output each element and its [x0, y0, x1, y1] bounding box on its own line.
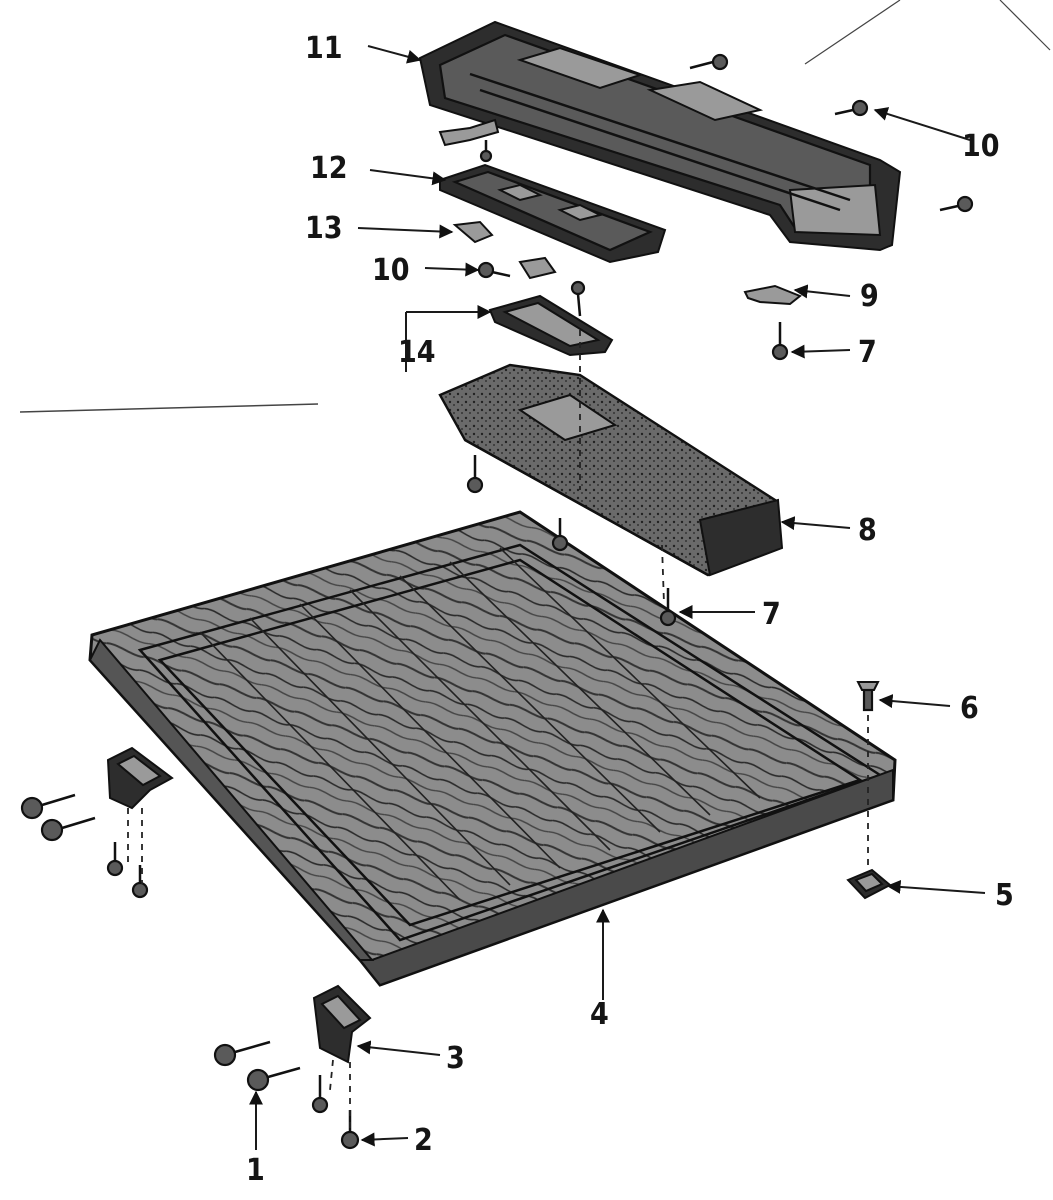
callout-labels: 11 10 12 13 10 9 7 14 8 7 6 5 4 3 2 1 — [246, 31, 1014, 1188]
screw-part-6 — [856, 681, 880, 712]
screw-n — [131, 865, 149, 899]
screw-m — [106, 842, 124, 877]
console-top-part-11 — [418, 20, 902, 252]
callout-8: 8 — [858, 513, 877, 548]
callout-6: 6 — [960, 691, 979, 726]
bracket-part-9 — [743, 284, 802, 306]
callout-10-right: 10 — [962, 129, 1000, 164]
leader-lines — [249, 45, 986, 1150]
screw-k — [20, 793, 76, 820]
screw-e — [570, 280, 586, 317]
clip-nut-part-5 — [846, 868, 892, 900]
callout-12: 12 — [310, 151, 348, 186]
callout-11: 11 — [305, 31, 343, 66]
control-panel-part-12 — [439, 163, 667, 264]
callout-4: 4 — [590, 997, 609, 1032]
callout-5: 5 — [995, 878, 1014, 913]
screw-o — [213, 1040, 271, 1067]
screw-j — [659, 588, 677, 627]
screw-group — [20, 53, 974, 1150]
screw-c — [939, 195, 974, 213]
screw-d — [477, 261, 511, 279]
wood-top-part-4 — [88, 510, 897, 987]
callout-7-upper: 7 — [858, 335, 877, 370]
callout-9: 9 — [860, 279, 879, 314]
screw-p — [246, 1066, 301, 1092]
clip-part-13 — [452, 220, 557, 280]
hinge-left — [106, 746, 174, 810]
clip-part-13-upper — [438, 118, 500, 147]
screw-a — [689, 53, 729, 71]
screw-f — [479, 140, 493, 163]
alignment-lines — [127, 330, 869, 1128]
bracket-part-14 — [488, 294, 614, 357]
construction-lines — [19, 0, 1051, 413]
callout-14: 14 — [398, 335, 436, 370]
screw-h — [466, 455, 484, 494]
screw-l — [40, 816, 96, 842]
screw-b — [834, 99, 869, 117]
callout-7-lower: 7 — [762, 597, 781, 632]
callout-2: 2 — [414, 1123, 433, 1158]
screw-i — [551, 518, 569, 552]
screw-g — [771, 322, 789, 361]
frame-part-8 — [438, 363, 784, 577]
callout-10-left: 10 — [372, 253, 410, 288]
hinge-part-3 — [312, 984, 372, 1064]
callout-3: 3 — [446, 1041, 465, 1076]
screw-q — [311, 1075, 329, 1114]
callout-1: 1 — [246, 1153, 265, 1188]
callout-13: 13 — [305, 211, 343, 246]
